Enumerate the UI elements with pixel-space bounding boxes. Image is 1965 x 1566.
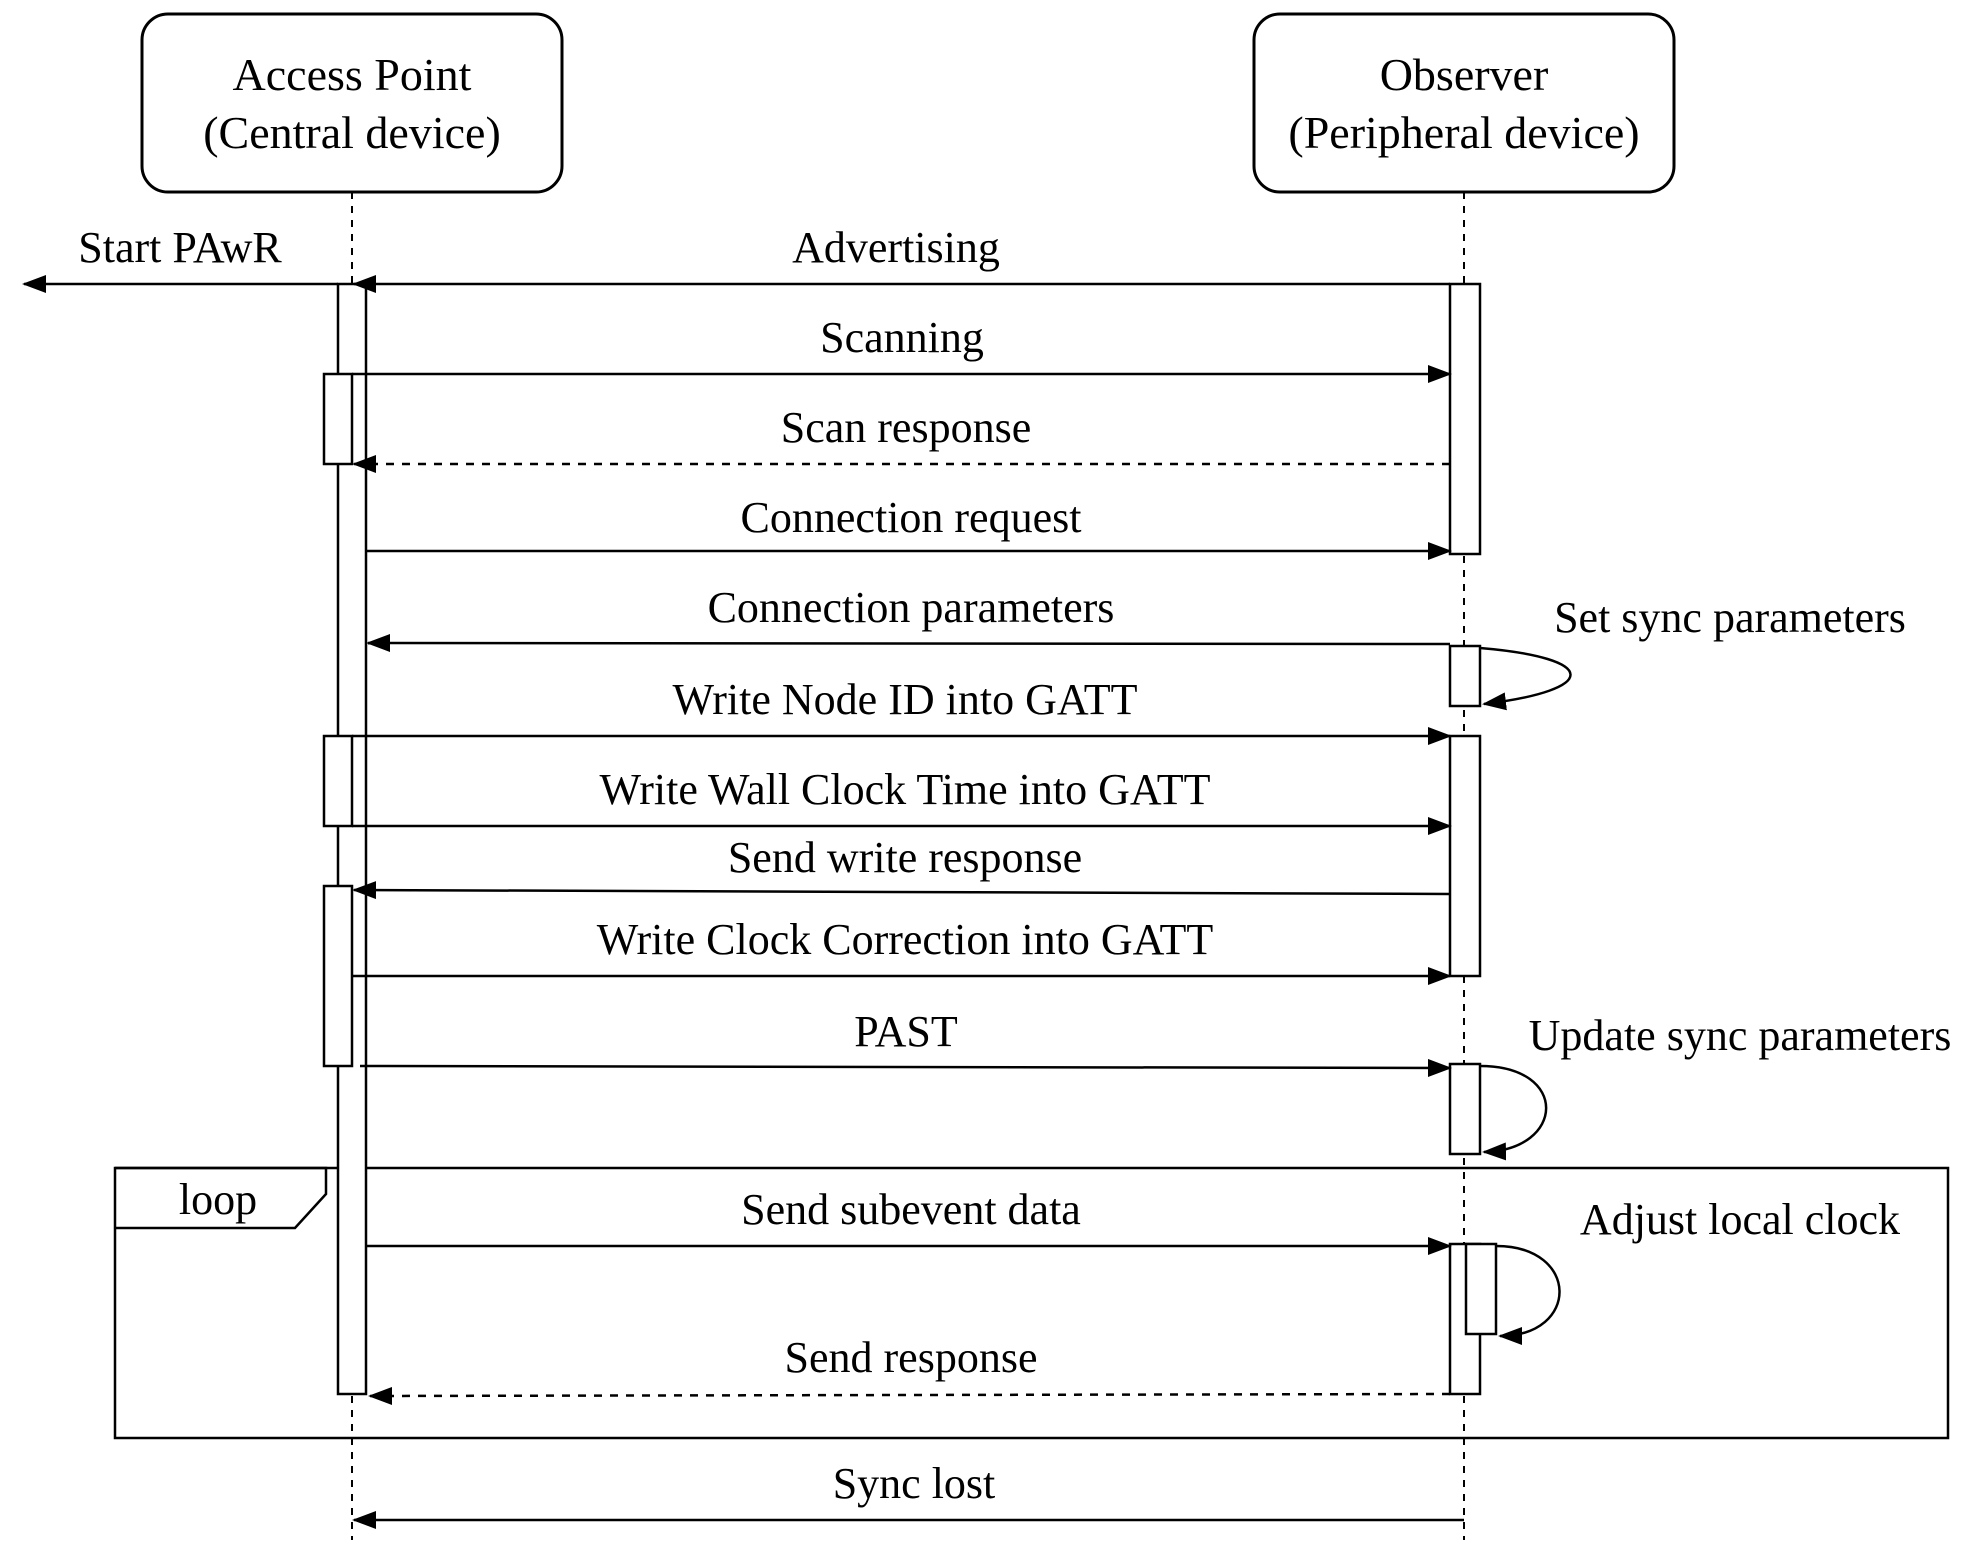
message-adjust-local-clock: Adjust local clock bbox=[1495, 1195, 1900, 1345]
access-point-title: Access Point bbox=[233, 49, 472, 100]
message-connection-parameters: Connection parameters bbox=[366, 583, 1451, 653]
observer-activation-past bbox=[1448, 1062, 1482, 1156]
update-sync-parameters-label: Update sync parameters bbox=[1529, 1011, 1952, 1060]
message-update-sync-parameters: Update sync parameters bbox=[1479, 1011, 1952, 1161]
observer-actor: Observer (Peripheral device) bbox=[1252, 12, 1676, 194]
message-scanning: Scanning bbox=[352, 313, 1452, 383]
message-send-response: Send response bbox=[368, 1333, 1451, 1405]
observer-box bbox=[1252, 12, 1676, 194]
connection-parameters-arrow bbox=[366, 634, 1451, 653]
message-past: PAST bbox=[359, 1007, 1452, 1077]
loop-label-tab bbox=[115, 1166, 328, 1230]
connection-parameters-label: Connection parameters bbox=[708, 583, 1115, 632]
write-wall-clock-label: Write Wall Clock Time into GATT bbox=[599, 765, 1210, 814]
observer-activation-advertising bbox=[1448, 282, 1482, 556]
start-pawr-label: Start PAwR bbox=[78, 223, 282, 272]
loop-frame bbox=[113, 1166, 1950, 1440]
set-sync-parameters-label: Set sync parameters bbox=[1554, 593, 1906, 642]
observer-title: Observer bbox=[1380, 49, 1549, 100]
send-response-arrow bbox=[368, 1386, 1451, 1405]
observer-activation-gatt bbox=[1448, 734, 1482, 978]
send-response-label: Send response bbox=[785, 1333, 1038, 1382]
message-scan-response: Scan response bbox=[352, 403, 1450, 473]
observer-activation-set-sync bbox=[1448, 644, 1482, 708]
message-set-sync-parameters: Set sync parameters bbox=[1479, 593, 1906, 711]
sync-lost-label: Sync lost bbox=[833, 1459, 996, 1508]
access-point-activation-scan bbox=[322, 372, 354, 466]
send-write-response-label: Send write response bbox=[728, 833, 1082, 882]
connection-request-label: Connection request bbox=[741, 493, 1082, 542]
message-send-subevent-data: Send subevent data bbox=[366, 1185, 1452, 1255]
message-connection-request: Connection request bbox=[366, 493, 1452, 560]
access-point-box bbox=[140, 12, 564, 194]
scanning-label: Scanning bbox=[820, 313, 984, 362]
access-point-actor: Access Point (Central device) bbox=[140, 12, 564, 194]
message-start-pawr: Start PAwR bbox=[22, 223, 338, 293]
send-subevent-data-label: Send subevent data bbox=[741, 1185, 1081, 1234]
access-point-activation-write bbox=[322, 734, 354, 828]
send-write-response-arrow bbox=[352, 881, 1451, 900]
advertising-label: Advertising bbox=[792, 223, 1000, 272]
access-point-subtitle: (Central device) bbox=[203, 107, 501, 158]
scan-response-label: Scan response bbox=[781, 403, 1032, 452]
adjust-local-clock-label: Adjust local clock bbox=[1580, 1195, 1900, 1244]
observer-activation-adjust bbox=[1464, 1242, 1498, 1336]
set-sync-parameters-self-arrow bbox=[1479, 646, 1572, 711]
write-clock-correction-label: Write Clock Correction into GATT bbox=[597, 915, 1214, 964]
adjust-local-clock-self-arrow bbox=[1495, 1244, 1561, 1345]
past-arrow bbox=[359, 1058, 1452, 1077]
message-sync-lost: Sync lost bbox=[352, 1459, 1464, 1529]
update-sync-parameters-self-arrow bbox=[1479, 1064, 1548, 1161]
past-label: PAST bbox=[854, 1007, 958, 1056]
loop-fragment: loop bbox=[113, 1166, 1950, 1440]
message-write-wall-clock: Write Wall Clock Time into GATT bbox=[352, 765, 1452, 835]
message-write-clock-correction: Write Clock Correction into GATT bbox=[352, 915, 1452, 985]
loop-label: loop bbox=[179, 1175, 257, 1224]
observer-subtitle: (Peripheral device) bbox=[1288, 107, 1639, 158]
write-node-id-label: Write Node ID into GATT bbox=[672, 675, 1137, 724]
message-send-write-response: Send write response bbox=[352, 833, 1451, 900]
message-advertising: Advertising bbox=[352, 223, 1450, 293]
message-write-node-id: Write Node ID into GATT bbox=[352, 675, 1452, 745]
access-point-activation-response bbox=[322, 884, 354, 1068]
